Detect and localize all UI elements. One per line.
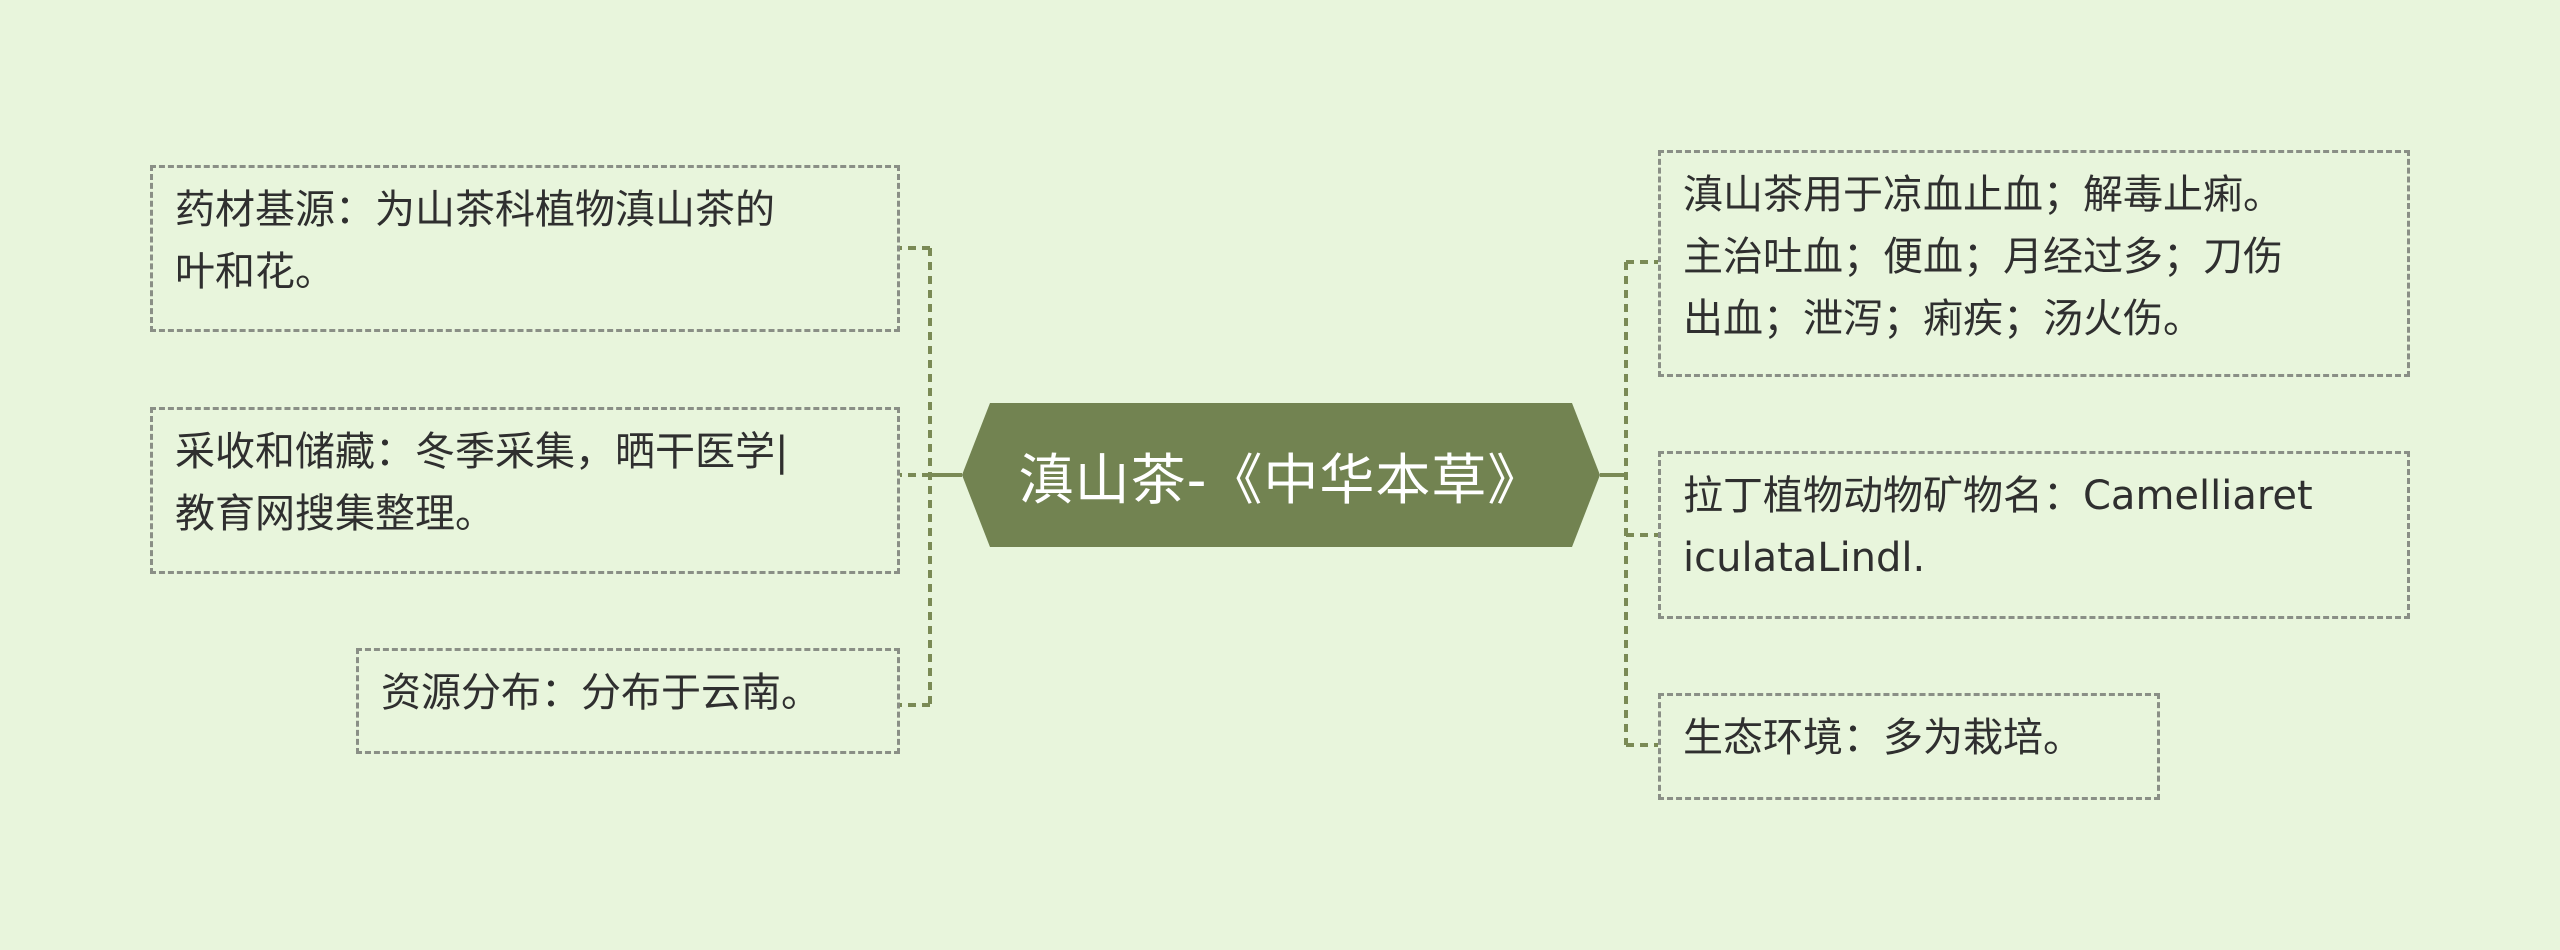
- topic-distribution-text: 资源分布：分布于云南。: [381, 670, 821, 716]
- topic-latin-name[interactable]: 拉丁植物动物矿物名：Camelliaret iculataLindl.: [1658, 451, 2410, 619]
- topic-indications[interactable]: 滇山茶用于凉血止血；解毒止痢。 主治吐血；便血；月经过多；刀伤 出血；泄泻；痢疾…: [1658, 150, 2410, 377]
- topic-harvest-storage[interactable]: 采收和储藏：冬季采集，晒干医学| 教育网搜集整理。: [150, 407, 900, 574]
- topic-indications-text: 滇山茶用于凉血止血；解毒止痢。 主治吐血；便血；月经过多；刀伤 出血；泄泻；痢疾…: [1683, 172, 2283, 342]
- topic-source[interactable]: 药材基源：为山茶科植物滇山茶的 叶和花。: [150, 165, 900, 332]
- central-topic-label: 滇山茶-《中华本草》: [1018, 448, 1544, 512]
- topic-habitat[interactable]: 生态环境：多为栽培。: [1658, 693, 2160, 800]
- topic-distribution[interactable]: 资源分布：分布于云南。: [356, 648, 900, 754]
- topic-habitat-text: 生态环境：多为栽培。: [1683, 715, 2083, 761]
- central-topic[interactable]: 滇山茶-《中华本草》: [962, 403, 1600, 547]
- topic-latin-name-text: 拉丁植物动物矿物名：Camelliaret iculataLindl.: [1683, 473, 2313, 581]
- topic-harvest-storage-text: 采收和储藏：冬季采集，晒干医学| 教育网搜集整理。: [175, 429, 789, 537]
- topic-source-text: 药材基源：为山茶科植物滇山茶的 叶和花。: [175, 187, 775, 295]
